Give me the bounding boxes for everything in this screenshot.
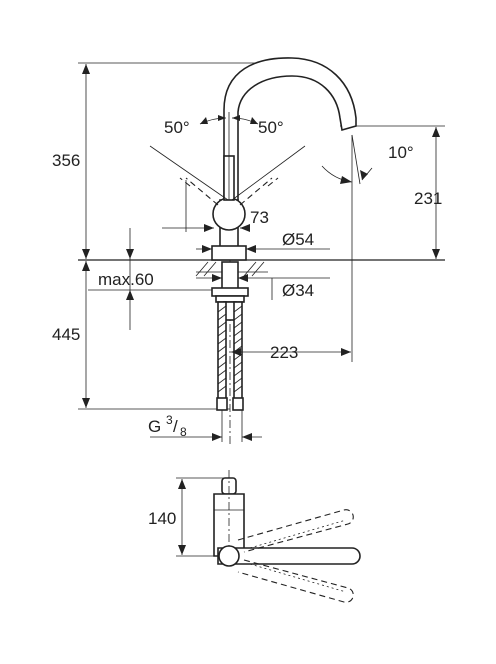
- lever-angle-left-label: 50°: [164, 118, 190, 137]
- thread-numerator: 3: [166, 413, 173, 427]
- thread-label: G: [148, 417, 161, 436]
- spout-angle-label: 10°: [388, 143, 414, 162]
- thread-slash: /: [173, 417, 178, 436]
- max-thickness-label: max.60: [98, 270, 154, 289]
- height-total-label: 356: [52, 151, 80, 170]
- spout-reach-label: 223: [270, 343, 298, 362]
- spout: [223, 57, 357, 220]
- base-diameter-label: Ø54: [282, 230, 314, 249]
- handle-dim-label: 73: [250, 208, 269, 227]
- hole-diameter-label: Ø34: [282, 281, 314, 300]
- top-view: 140: [148, 470, 361, 603]
- lever-hub: [212, 197, 246, 231]
- hose-length-label: 445: [52, 325, 80, 344]
- lever-angle-right-label: 50°: [258, 118, 284, 137]
- thread-denominator: 8: [180, 425, 187, 439]
- height-spout-label: 231: [414, 189, 442, 208]
- side-view: 356 445 231 10° 50° 50° 73 Ø54: [52, 57, 445, 445]
- lever-handle-top: [217, 547, 361, 565]
- top-view-dim-label: 140: [148, 509, 176, 528]
